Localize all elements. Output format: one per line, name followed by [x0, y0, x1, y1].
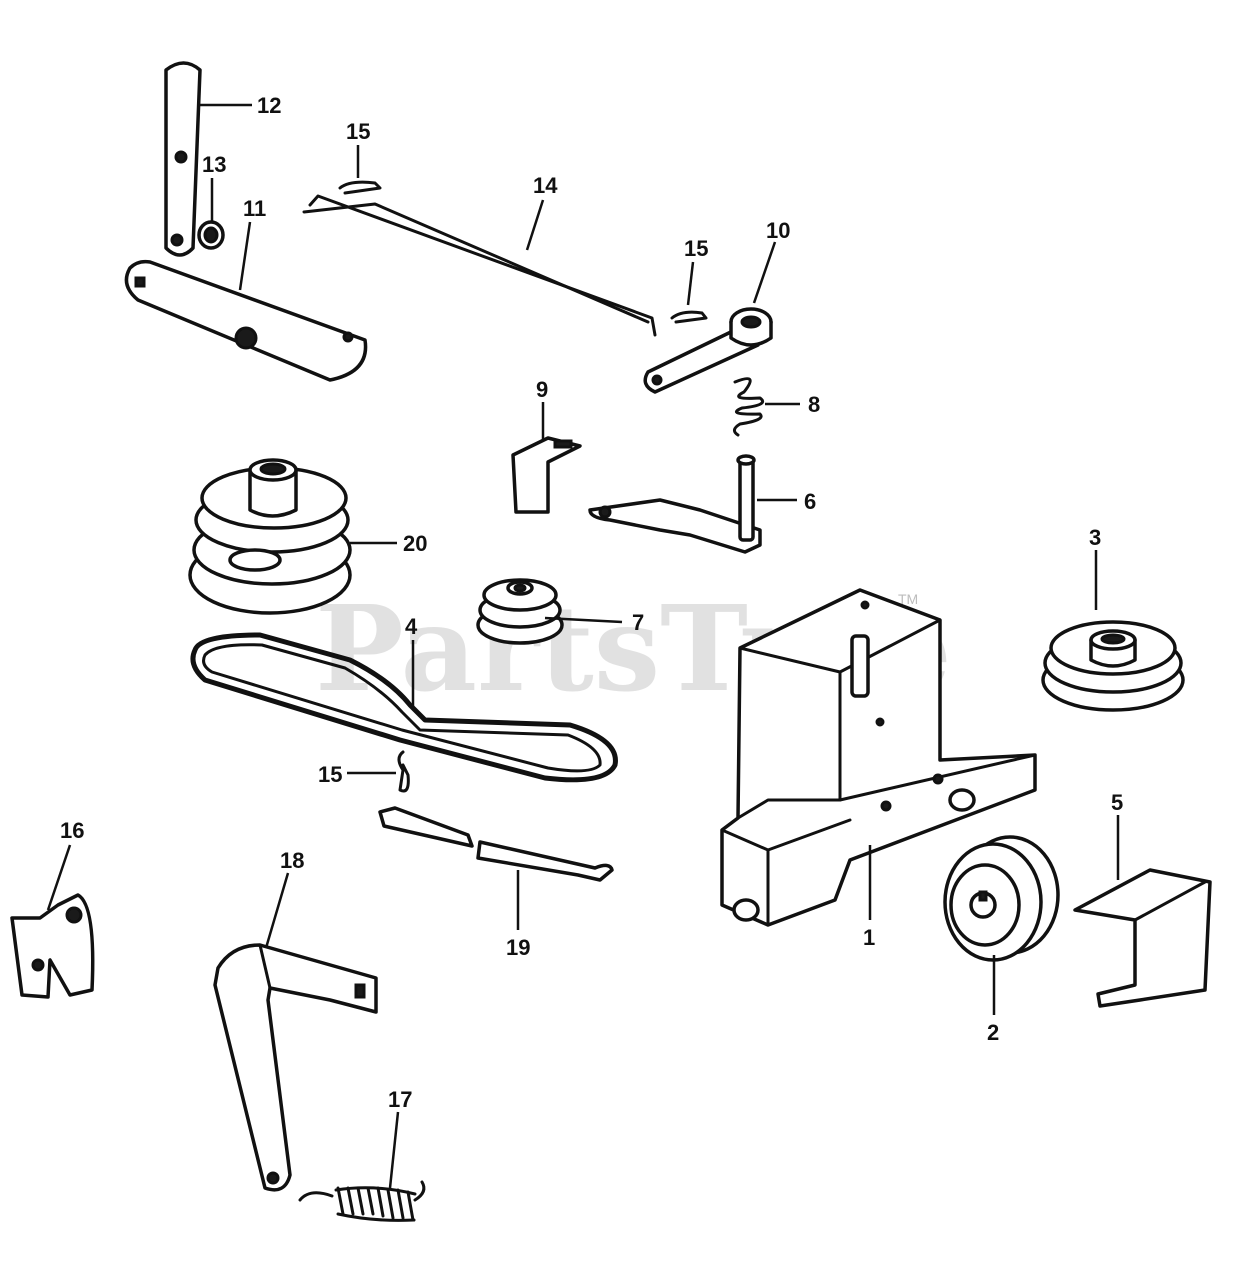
trademark-mark: TM — [898, 591, 918, 607]
part-17-extension-spring[interactable] — [298, 1180, 426, 1222]
part-13-bushing[interactable] — [197, 220, 225, 250]
callout-15-top: 15 — [346, 119, 370, 144]
callout-10: 10 — [766, 218, 790, 243]
callout-11: 11 — [243, 196, 266, 221]
part-7-idler-pulley[interactable] — [476, 578, 564, 645]
callout-19: 19 — [506, 935, 530, 960]
part-8-spring[interactable] — [733, 377, 765, 437]
callout-8: 8 — [808, 392, 820, 417]
callout-16: 16 — [60, 818, 84, 843]
part-2-drive-pulley[interactable] — [943, 835, 1060, 962]
callout-14: 14 — [533, 173, 558, 198]
callout-1: 1 — [863, 925, 875, 950]
callout-4: 4 — [405, 614, 418, 639]
part-11-plate[interactable] — [124, 259, 368, 382]
part-16-clip-bracket[interactable] — [10, 893, 95, 999]
part-15-hairpin-clip-bottom[interactable] — [397, 750, 410, 793]
part-3-pulley[interactable] — [1041, 620, 1185, 712]
part-18-pedal-arm[interactable] — [213, 943, 378, 1192]
callout-2: 2 — [987, 1020, 999, 1045]
callout-18: 18 — [280, 848, 304, 873]
part-12-lever-arm[interactable] — [164, 61, 202, 257]
part-1-main-bracket[interactable] — [720, 588, 1037, 927]
callout-13: 13 — [202, 152, 226, 177]
callout-7: 7 — [632, 610, 644, 635]
part-14-control-rod[interactable] — [302, 194, 657, 337]
callout-9: 9 — [536, 377, 548, 402]
callouts: 12 13 11 15 14 15 10 8 9 6 20 7 4 3 15 5… — [60, 93, 1123, 1112]
callout-17: 17 — [388, 1087, 412, 1112]
part-20-double-pulley[interactable] — [188, 458, 352, 615]
part-5-belt-guard[interactable] — [1073, 868, 1212, 1008]
callout-15-middle: 15 — [684, 236, 708, 261]
part-15-hairpin-clip-top[interactable] — [338, 180, 382, 195]
callout-3: 3 — [1089, 525, 1101, 550]
leader-lines — [46, 103, 1120, 1189]
callout-5: 5 — [1111, 790, 1123, 815]
callout-15-bottom: 15 — [318, 762, 342, 787]
part-9-bracket[interactable] — [511, 436, 582, 514]
part-6-idler-bracket[interactable] — [588, 454, 762, 554]
callout-20: 20 — [403, 531, 427, 556]
callout-6: 6 — [804, 489, 816, 514]
part-15-hairpin-clip-middle[interactable] — [670, 310, 708, 324]
part-19-brake-rod[interactable] — [378, 806, 614, 882]
callout-12: 12 — [257, 93, 281, 118]
part-4-v-belt[interactable] — [190, 632, 618, 783]
part-10-idler-arm[interactable] — [643, 307, 773, 394]
